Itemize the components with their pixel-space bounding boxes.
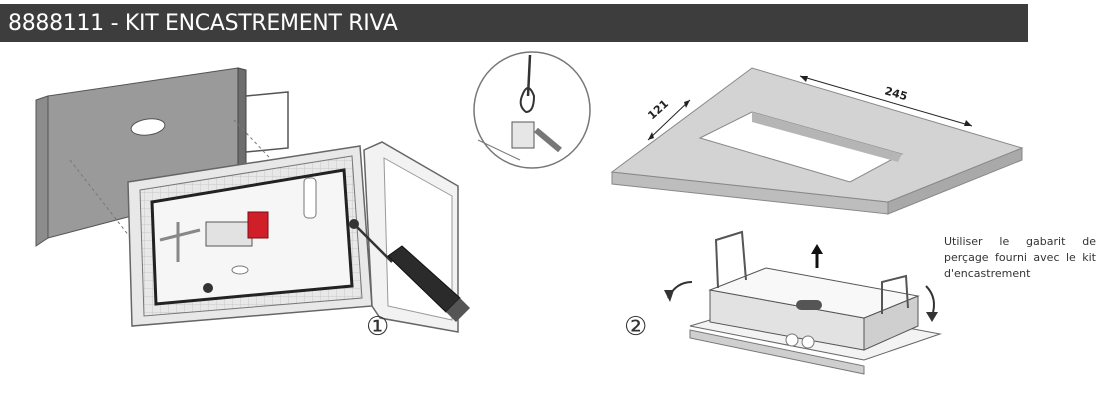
detail-magnifier xyxy=(473,51,591,169)
dimension-width: 245 xyxy=(883,84,909,103)
red-connector-icon xyxy=(247,211,269,239)
instruction-note: Utiliser le gabarit de perçage fourni av… xyxy=(944,235,1096,280)
step1-illustration xyxy=(35,67,470,333)
step2-illustration: 245 121 xyxy=(610,67,1024,375)
step-1-number: ① xyxy=(366,312,390,342)
page-title: 8888111 - KIT ENCASTREMENT RIVA xyxy=(8,11,398,36)
title-bar: 8888111 - KIT ENCASTREMENT RIVA xyxy=(0,4,1028,42)
rotate-right-icon xyxy=(926,312,938,322)
plate-slot-icon xyxy=(130,118,166,136)
arrow-up-icon xyxy=(811,244,823,254)
step-2-number: ② xyxy=(624,312,648,342)
rotate-left-icon xyxy=(664,290,674,302)
dimension-depth: 121 xyxy=(645,97,671,122)
